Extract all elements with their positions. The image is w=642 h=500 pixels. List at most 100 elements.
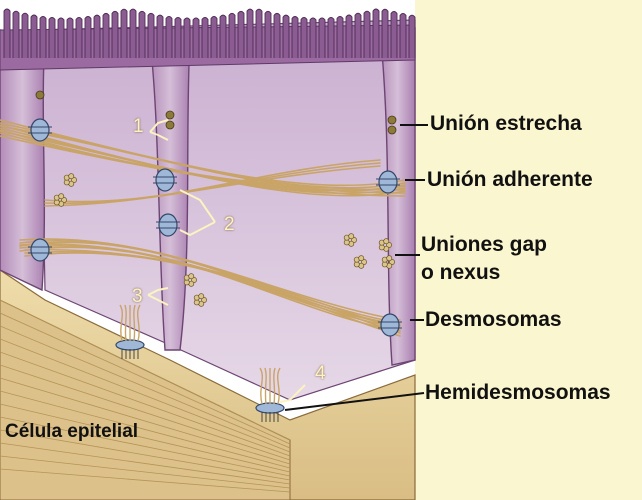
microvillus <box>39 15 47 58</box>
gap-junction-cluster <box>378 238 392 252</box>
callout-brackets <box>147 119 306 403</box>
leader-lines <box>284 124 428 411</box>
connexon <box>358 255 365 262</box>
microvillus <box>309 17 317 58</box>
gap-junction-cluster <box>53 193 67 207</box>
junction-plaque <box>30 118 50 142</box>
background-panel <box>415 0 642 500</box>
microvillus <box>345 14 353 58</box>
microvillus <box>75 17 83 58</box>
filament <box>24 252 401 337</box>
microvillus <box>129 8 137 58</box>
junction-plaque <box>155 168 175 192</box>
hemidesmosome-fibre <box>119 304 123 342</box>
microvillus <box>120 8 128 58</box>
filament <box>0 135 406 197</box>
lamina-line <box>0 403 291 473</box>
microvillus <box>318 17 326 58</box>
basal-lamina-texture <box>0 299 291 493</box>
microvillus <box>84 16 92 58</box>
connexon <box>58 193 65 200</box>
microvillus <box>102 12 110 58</box>
microvillus <box>192 17 200 58</box>
adherens-junction-label: Unión adherente <box>427 168 593 191</box>
microvillus <box>300 17 308 58</box>
hemidesmosome-fibre <box>264 367 267 405</box>
gap-junction-label-line2: o nexus <box>421 261 501 284</box>
lamina-line <box>0 416 291 477</box>
callout-number-2: 2 <box>224 214 235 235</box>
lamina-line <box>0 351 291 457</box>
microvillus <box>48 16 56 58</box>
microvillus <box>21 12 29 58</box>
microvillus <box>3 8 11 58</box>
filament <box>0 130 406 197</box>
microvillus <box>201 16 209 58</box>
gap-junction-label-line1: Uniones gap <box>421 233 548 256</box>
junction-plaque <box>378 170 398 194</box>
microvillus <box>138 10 146 58</box>
hemidesmosome-fibre <box>277 367 281 405</box>
hemidesmosome-fibre <box>273 367 276 405</box>
callout-number-1: 1 <box>133 116 144 137</box>
microvillus <box>165 16 173 58</box>
lamina-line <box>0 299 291 441</box>
microvillus <box>264 10 272 58</box>
microvillus <box>183 17 191 58</box>
connexon <box>348 233 355 240</box>
microvillus <box>390 10 398 58</box>
lamina-line <box>0 338 291 453</box>
hemidesmosomes-label: Hemidesmosomas <box>425 381 611 404</box>
lamina-line <box>0 429 291 481</box>
junction-plaque <box>30 238 50 262</box>
lamina-line <box>0 312 291 445</box>
gap-junction-cluster <box>381 255 395 269</box>
basal-lamina-front <box>0 299 291 500</box>
cell-junctions <box>28 90 402 414</box>
microvillus <box>156 14 164 58</box>
microvillus <box>372 8 380 58</box>
microvillus <box>327 16 335 58</box>
microvillus <box>246 8 254 58</box>
gap-junction-cluster <box>63 173 77 187</box>
microvillus <box>291 16 299 58</box>
microvillus <box>228 12 236 58</box>
microvillus <box>363 10 371 58</box>
tight-junction-label: Unión estrecha <box>430 112 582 135</box>
connexon <box>386 255 393 262</box>
hemidesmosome-fibre <box>124 304 127 342</box>
lamina-line <box>0 390 291 469</box>
lamina-line <box>0 377 291 465</box>
hemidesmosome-fibres <box>119 304 281 422</box>
hemidesmosome-plaque <box>115 339 145 351</box>
lamina-line <box>0 455 291 489</box>
tight-junction-bead <box>165 120 175 130</box>
tight-junction-bead <box>387 115 397 125</box>
microvillus <box>273 12 281 58</box>
microvillus <box>219 14 227 58</box>
tight-junction-bead <box>165 110 175 120</box>
gap-junction-cluster <box>353 255 367 269</box>
junction-plaque <box>380 313 400 337</box>
connexon <box>188 273 195 280</box>
gap-junction-cluster <box>183 273 197 287</box>
filament <box>44 165 381 207</box>
connexon <box>198 293 205 300</box>
microvillus <box>210 16 218 58</box>
microvillus <box>336 15 344 58</box>
microvillus <box>237 10 245 58</box>
hemidesmosome-fibre <box>137 304 141 342</box>
lamina-line <box>0 364 291 461</box>
microvillus <box>408 14 416 58</box>
microvillus <box>282 14 290 58</box>
keratin-filaments <box>0 119 406 337</box>
microvillus <box>147 12 155 58</box>
tight-junction-bead <box>35 90 45 100</box>
lamina-line <box>0 325 291 449</box>
microvillus <box>12 10 20 58</box>
microvillus <box>30 14 38 58</box>
epithelial-cell-label: Célula epitelial <box>5 421 139 442</box>
microvillus <box>174 16 182 58</box>
